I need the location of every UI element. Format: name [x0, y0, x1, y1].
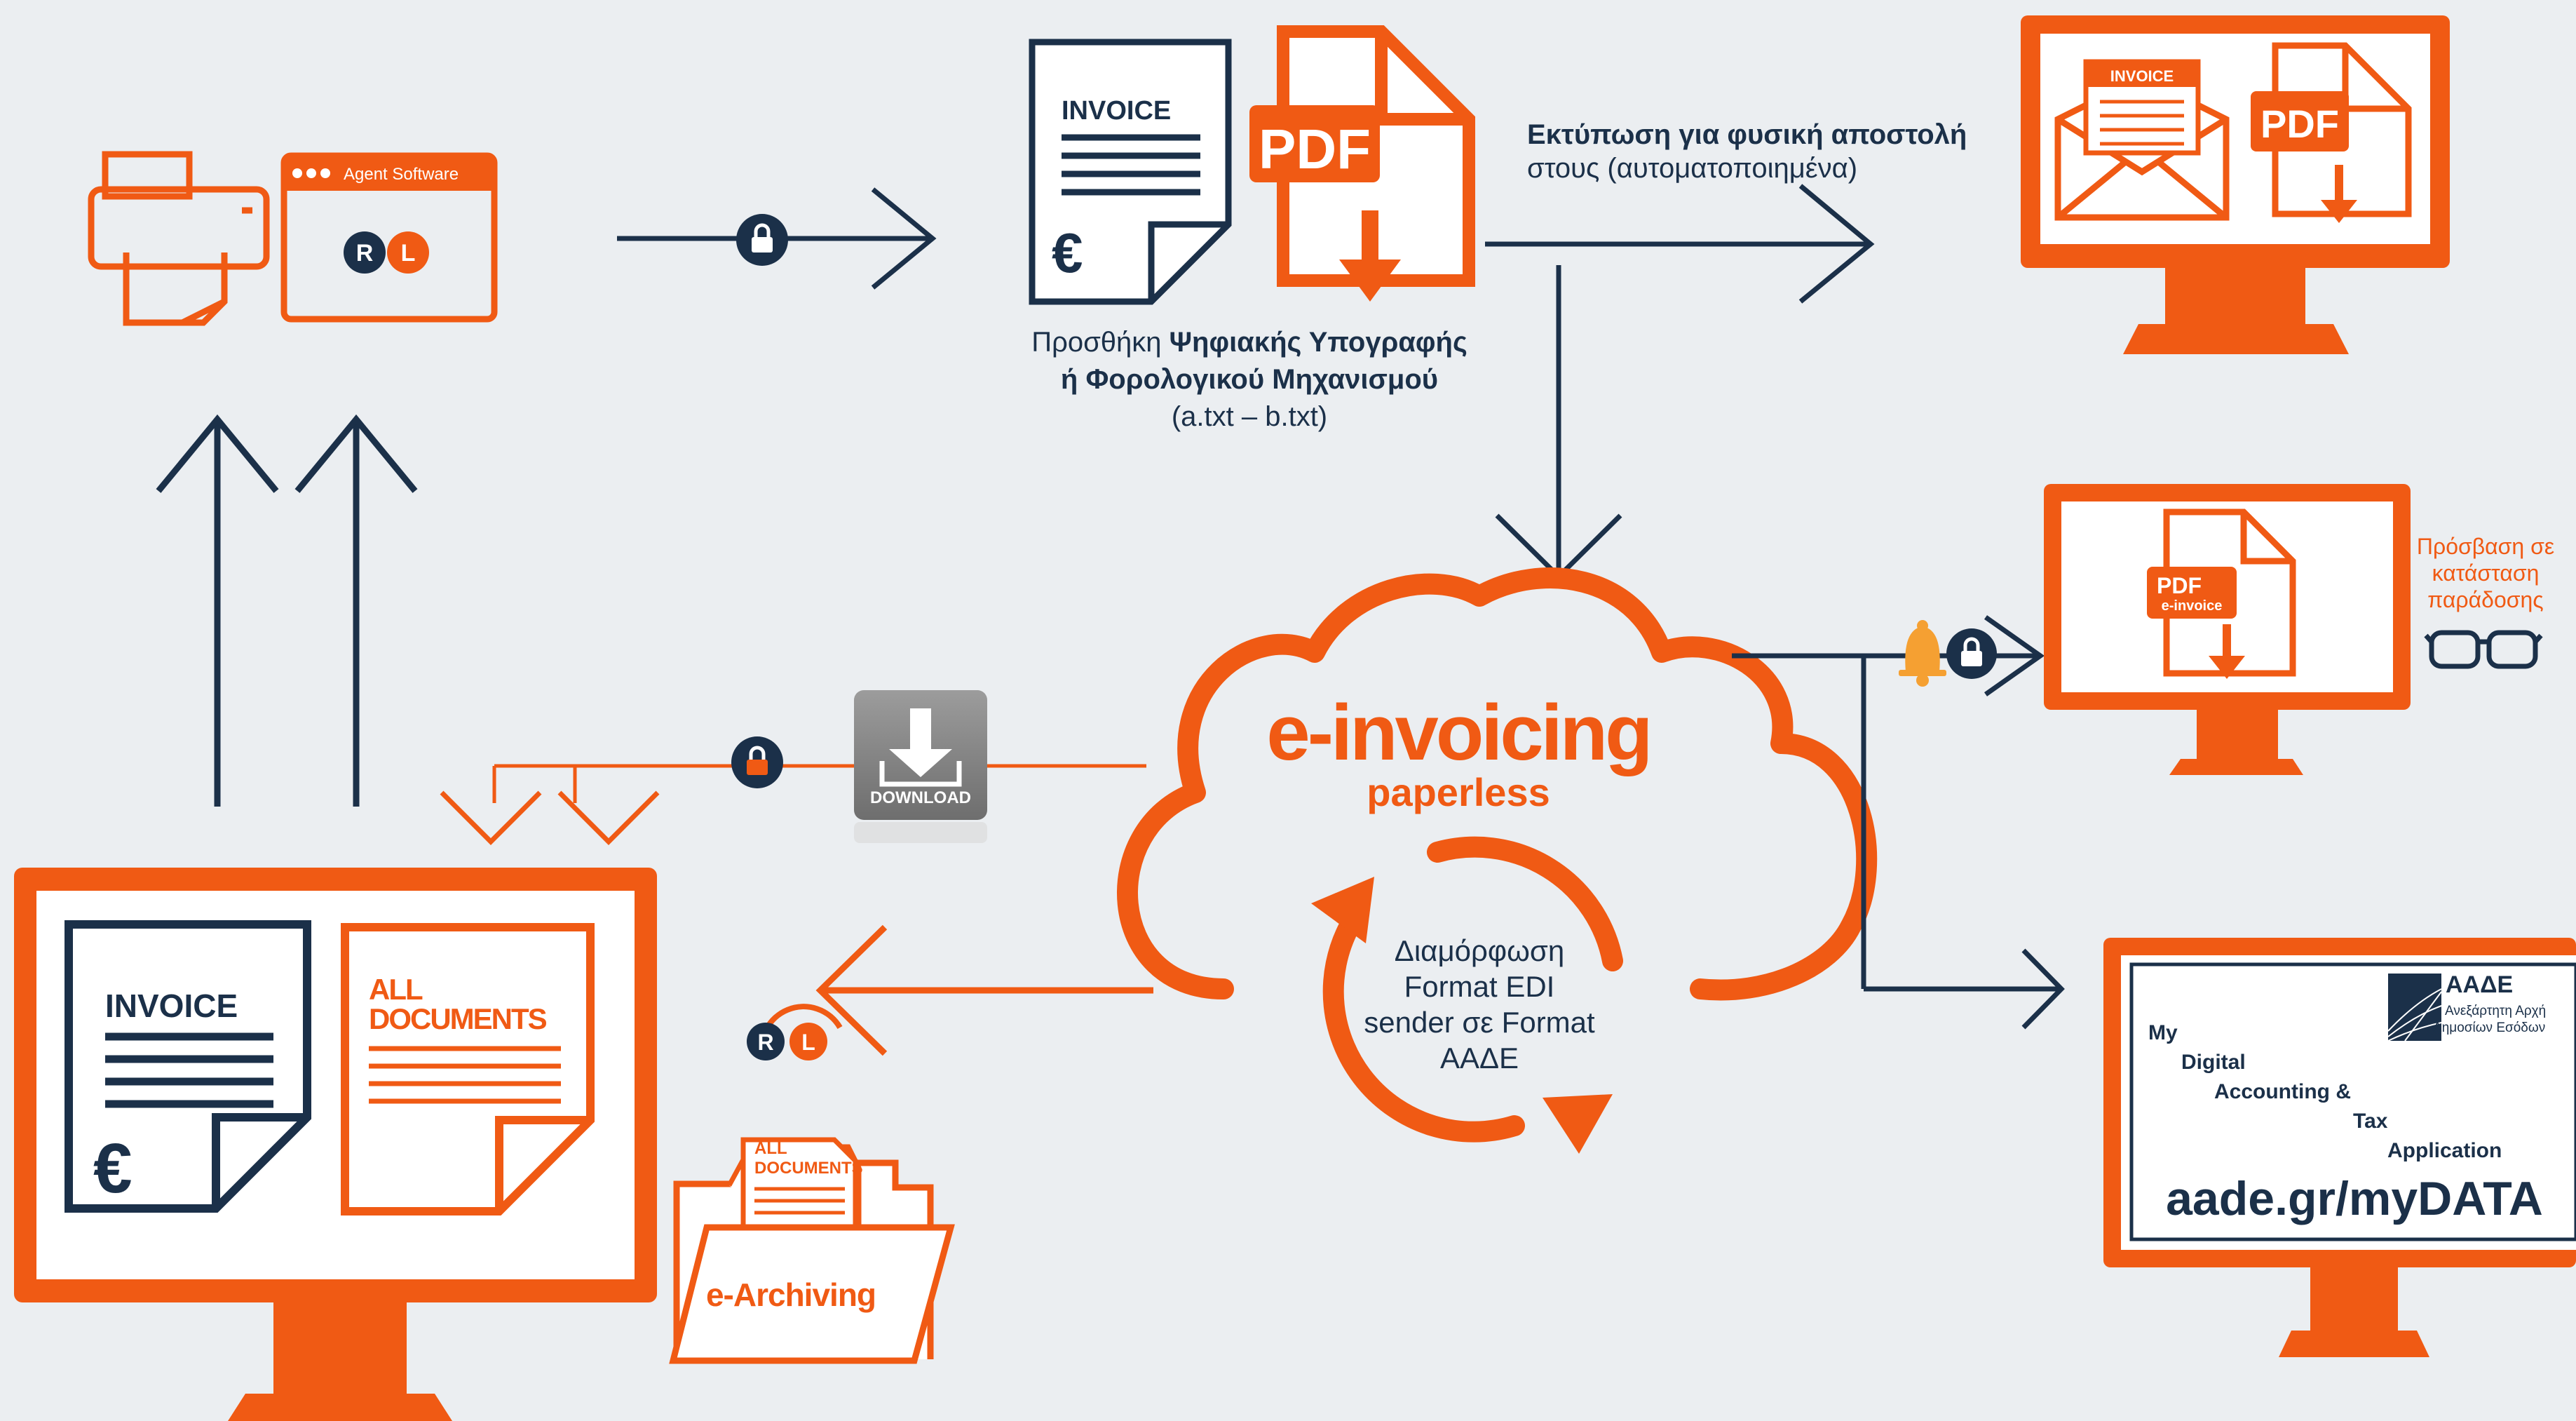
aade-sub1: Ανεξάρτητη Αρχή [2445, 1004, 2546, 1018]
main-euro-sign: € [93, 1129, 133, 1208]
euro-sign: € [1052, 222, 1083, 284]
cloud-subtitle: paperless [1367, 770, 1550, 814]
mydata-word-1: My [2148, 1021, 2178, 1044]
printer-icon [88, 151, 270, 326]
archive-doc-line2: DOCUMENTS [754, 1159, 863, 1178]
folder-icon: ALL DOCUMENTS e-Archiving [669, 1137, 955, 1364]
invoice-title: INVOICE [1062, 96, 1171, 126]
download-label: DOWNLOAD [870, 788, 971, 807]
cloud-title: e-invoicing [1266, 689, 1653, 776]
archive-logo-l: L [801, 1030, 815, 1055]
arrow-to-archive [815, 924, 1153, 1056]
main-invoice-icon: INVOICE € [65, 920, 311, 1213]
archive-doc-line1: ALL [754, 1139, 787, 1158]
archive-rl-logo: R L [747, 1004, 843, 1060]
monitor-einvoice-label: e-invoice [2162, 598, 2223, 614]
aade-logo-text: ΑΑΔΕ [2446, 971, 2513, 998]
rl-logo: R L [344, 231, 429, 274]
agent-software-label: Agent Software [344, 165, 459, 184]
lock-icon-right [1946, 628, 1997, 679]
access-line1: Πρόσβαση σε [2416, 534, 2555, 559]
archive-folder-label: e-Archiving [706, 1277, 876, 1313]
main-monitor: INVOICE € ALL DOCUMENTS [14, 868, 657, 1421]
mydata-word-2: Digital [2181, 1051, 2246, 1074]
signature-bold-line1: Ψηφιακής Υπογραφής [1169, 327, 1467, 358]
mydata-word-4: Tax [2353, 1110, 2388, 1133]
agent-software-window: Agent Software R L [280, 152, 498, 323]
pdf-label: PDF [1259, 118, 1371, 180]
bell-icon [1899, 620, 1946, 687]
access-line2: κατάσταση [2432, 560, 2540, 586]
archive-logo-r: R [757, 1030, 773, 1055]
pdf-document-icon: PDF [1249, 25, 1475, 302]
main-all-documents-icon: ALL DOCUMENTS [341, 923, 595, 1215]
signature-prefix: Προσθήκη [1031, 327, 1162, 358]
mydata-monitor: ΑΑΔΕ Ανεξάρτητη Αρχή Δημοσίων Εσόδων My … [2103, 938, 2576, 1357]
cloud-process-line3: sender σε Format [1364, 1006, 1595, 1039]
cloud-process-line2: Format EDI [1404, 970, 1555, 1003]
print-label-bold: Εκτύπωση για φυσική αποστολή [1527, 119, 1967, 150]
print-label-normal: στους (αυτοματοποιημένα) [1527, 153, 1858, 184]
glasses-icon [2424, 630, 2543, 669]
download-icon [879, 708, 962, 787]
arrow-to-print-monitor [1485, 184, 1875, 304]
mydata-word-5: Application [2387, 1139, 2502, 1162]
lock-icon-download [731, 736, 783, 788]
print-label: Εκτύπωση για φυσική αποστολή στους (αυτο… [1527, 118, 2060, 185]
up-arrows [156, 414, 418, 807]
signature-caption: Προσθήκη Ψηφιακής Υπογραφής ή Φορολογικο… [976, 324, 1523, 436]
access-line3: παράδοσης [2427, 587, 2544, 612]
cloud-process-line4: ΑΑΔΕ [1439, 1042, 1519, 1075]
envelope-invoice-label: INVOICE [2110, 67, 2174, 85]
invoice-document-icon: INVOICE € [1029, 39, 1232, 305]
download-line [492, 764, 1146, 803]
pdf-einvoice-monitor: PDF e-invoice [2044, 484, 2411, 775]
lock-icon [736, 214, 788, 266]
envelope-pdf-label: PDF [2260, 102, 2339, 146]
refresh-arrowhead-bottom [1543, 1094, 1613, 1154]
cloud-to-right-routes [1732, 615, 2065, 1030]
download-arrows-small [440, 790, 660, 845]
logo-r: R [356, 240, 374, 267]
aade-logo: ΑΑΔΕ Ανεξάρτητη Αρχή Δημοσίων Εσόδων [2387, 971, 2546, 1042]
logo-l: L [401, 240, 416, 267]
mydata-word-3: Accounting & [2214, 1080, 2351, 1103]
monitor-pdf-label: PDF [2157, 573, 2202, 598]
signature-files: (a.txt – b.txt) [1171, 401, 1328, 432]
refresh-cycle-icon [1322, 836, 1623, 1143]
signature-bold-line2: ή Φορολογικού Μηχανισμού [1060, 364, 1439, 395]
download-button[interactable]: DOWNLOAD [854, 690, 987, 843]
cloud-process-text: Διαμόρφωση Format EDI sender σε Format Α… [1353, 933, 1606, 1076]
small-pdf-icon: PDF [2251, 42, 2412, 223]
access-label: Πρόσβαση σε κατάσταση παράδοσης [2398, 533, 2573, 613]
mydata-url: aade.gr/myDATA [2166, 1172, 2543, 1225]
cloud-icon [1117, 567, 1878, 1001]
envelope-monitor: INVOICE PDF [2021, 15, 2450, 354]
aade-sub2: Δημοσίων Εσόδων [2433, 1021, 2545, 1035]
main-all-docs-line2: DOCUMENTS [369, 1002, 547, 1035]
refresh-arrowhead-top [1311, 877, 1374, 943]
main-invoice-title: INVOICE [105, 988, 238, 1024]
cloud-process-line1: Διαμόρφωση [1394, 934, 1565, 967]
main-all-docs-line1: ALL [369, 973, 423, 1006]
